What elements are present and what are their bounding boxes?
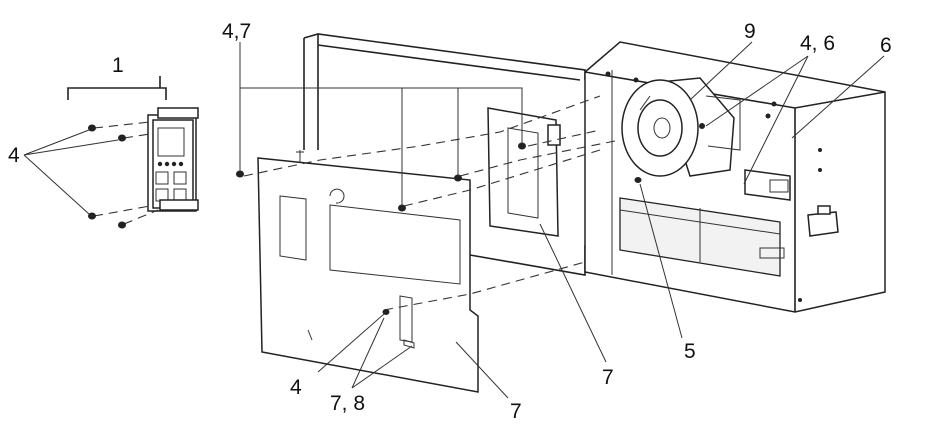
callout-4-7: 4,7: [222, 20, 251, 43]
inner-cover-plate: [487, 107, 561, 237]
callout-5: 5: [684, 340, 696, 363]
assembly-dashed-leaders: [243, 95, 621, 311]
callout-leaders: [239, 41, 885, 399]
callout-4-bottom: 4: [290, 376, 302, 399]
callout-6: 6: [880, 34, 892, 57]
callout-7-bottom: 7: [510, 400, 522, 423]
chassis-box: [584, 41, 886, 313]
callout-9: 9: [744, 20, 756, 43]
callout-7-8: 7, 8: [330, 392, 365, 415]
front-cover-panel: [257, 150, 479, 393]
callout-labels: 1 4 4,7 9 4, 6 6 5 7 4 7, 8 7: [8, 20, 892, 423]
ribbon-roll: [621, 77, 741, 177]
control-panel-module: [67, 76, 199, 212]
callout-1: 1: [112, 54, 124, 77]
callout-4-left: 4: [8, 144, 20, 167]
callout-4-6: 4, 6: [800, 32, 835, 55]
callout-7-right: 7: [602, 366, 614, 389]
left-screws: [23, 121, 159, 229]
panel-screws: [236, 142, 642, 315]
